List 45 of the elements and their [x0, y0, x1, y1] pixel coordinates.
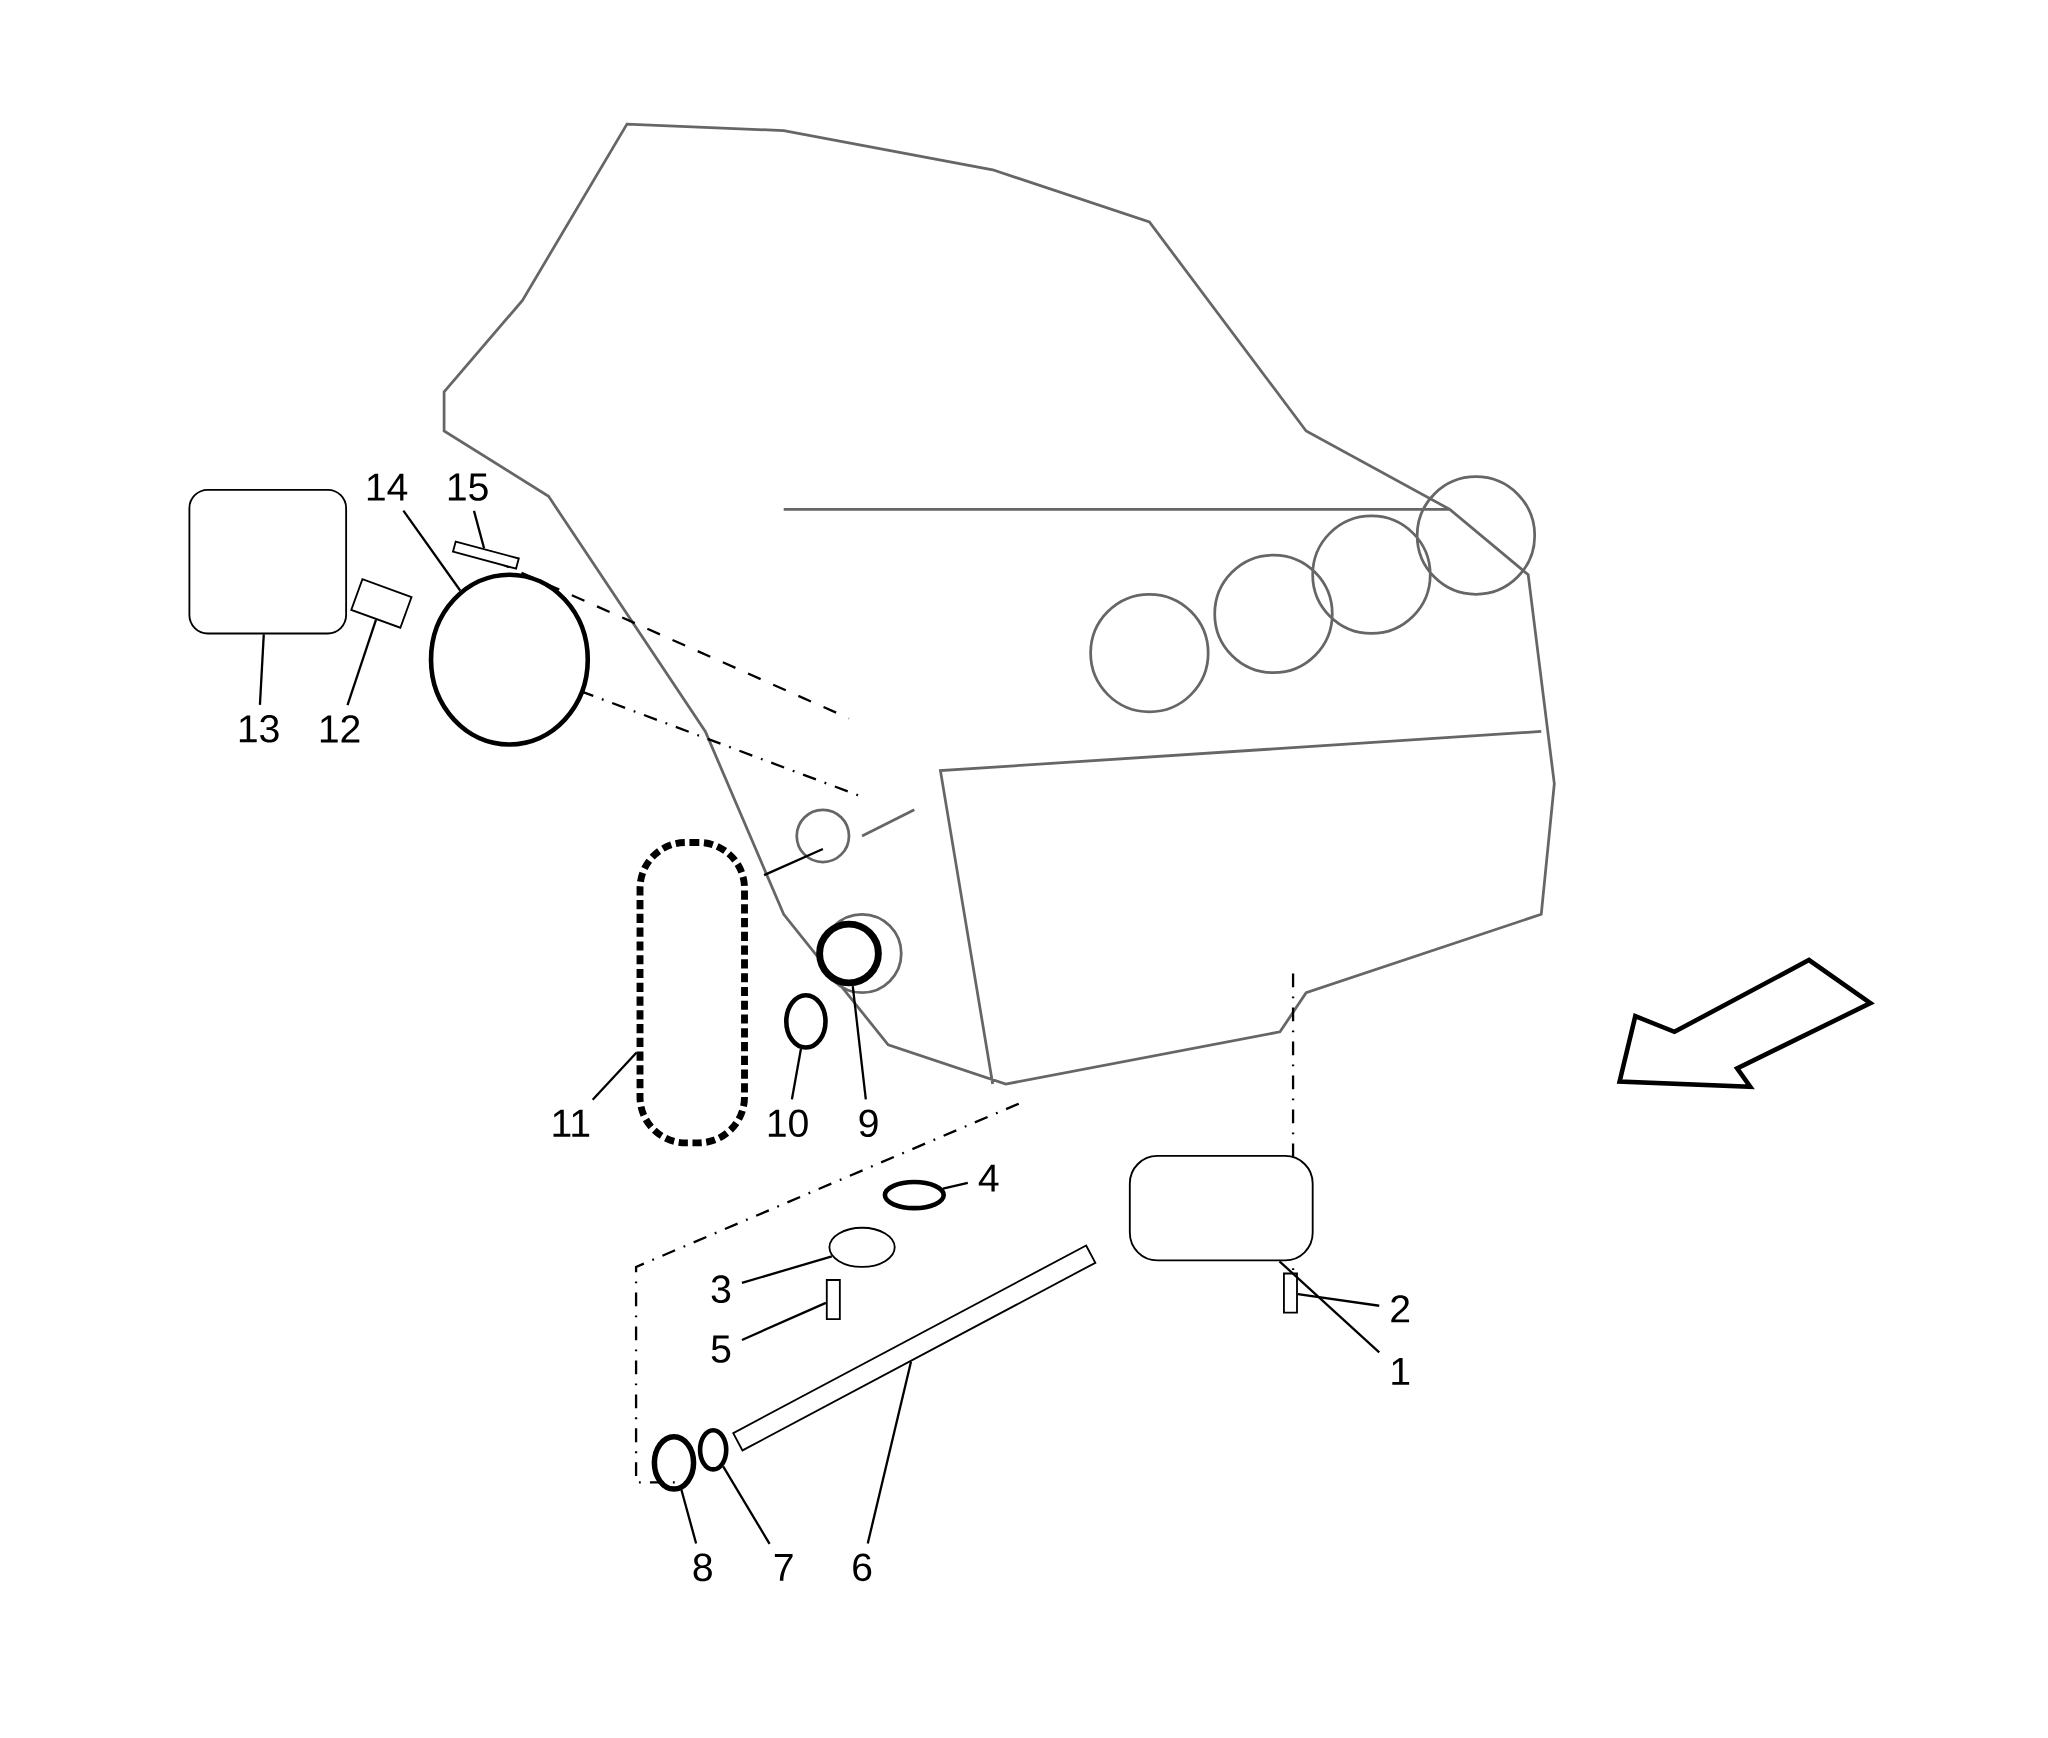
leader-line	[722, 1465, 771, 1545]
leader-line	[790, 1048, 803, 1100]
leader-line	[741, 1301, 827, 1341]
circlip-drawing	[651, 1433, 697, 1492]
leader-line	[402, 509, 462, 591]
callout-number: 7	[774, 1553, 793, 1581]
callout-number: 10	[768, 1109, 808, 1137]
ring-drawing	[784, 992, 828, 1050]
callout-number: 15	[448, 473, 488, 501]
flange-drawing	[828, 1226, 896, 1268]
leader-line	[866, 1361, 913, 1544]
leader-line	[472, 510, 486, 549]
leader-line	[346, 619, 378, 706]
callout-number: 11	[553, 1109, 590, 1137]
leader-line	[258, 634, 265, 705]
callout-number: 8	[693, 1553, 712, 1581]
leader-line	[942, 1181, 969, 1190]
callout-number: 3	[711, 1275, 731, 1303]
bolt-drawing	[451, 540, 520, 570]
bolt-drawing	[1283, 1272, 1298, 1314]
callout-number: 14	[367, 473, 408, 501]
callout-number: 12	[320, 715, 360, 743]
callout-number: 4	[978, 1164, 999, 1192]
chain-drive-drawing	[636, 838, 748, 1147]
callout-number: 1	[1392, 1357, 1410, 1385]
o-ring-drawing	[882, 1179, 946, 1211]
callout-number: 13	[239, 714, 279, 743]
leader-line	[741, 1254, 833, 1284]
ring-drawing	[697, 1427, 729, 1472]
leader-line	[851, 985, 867, 1100]
tube-drawing	[732, 1244, 1097, 1452]
seal-drawing	[816, 920, 882, 987]
oil-filter-drawing	[188, 488, 348, 635]
oil-pump-drawing	[1128, 1154, 1314, 1262]
callout-number: 9	[859, 1109, 878, 1137]
callout-number: 2	[1391, 1294, 1410, 1323]
callout-number: 5	[711, 1335, 731, 1363]
filter-housing-drawing	[428, 572, 591, 747]
bolt-drawing	[825, 1278, 841, 1320]
leader-line	[591, 1051, 638, 1101]
leader-line	[1278, 1260, 1380, 1353]
fitting-drawing	[350, 577, 413, 629]
leader-line	[1297, 1292, 1380, 1307]
leader-line	[680, 1489, 698, 1544]
callout-number: 6	[853, 1553, 872, 1581]
